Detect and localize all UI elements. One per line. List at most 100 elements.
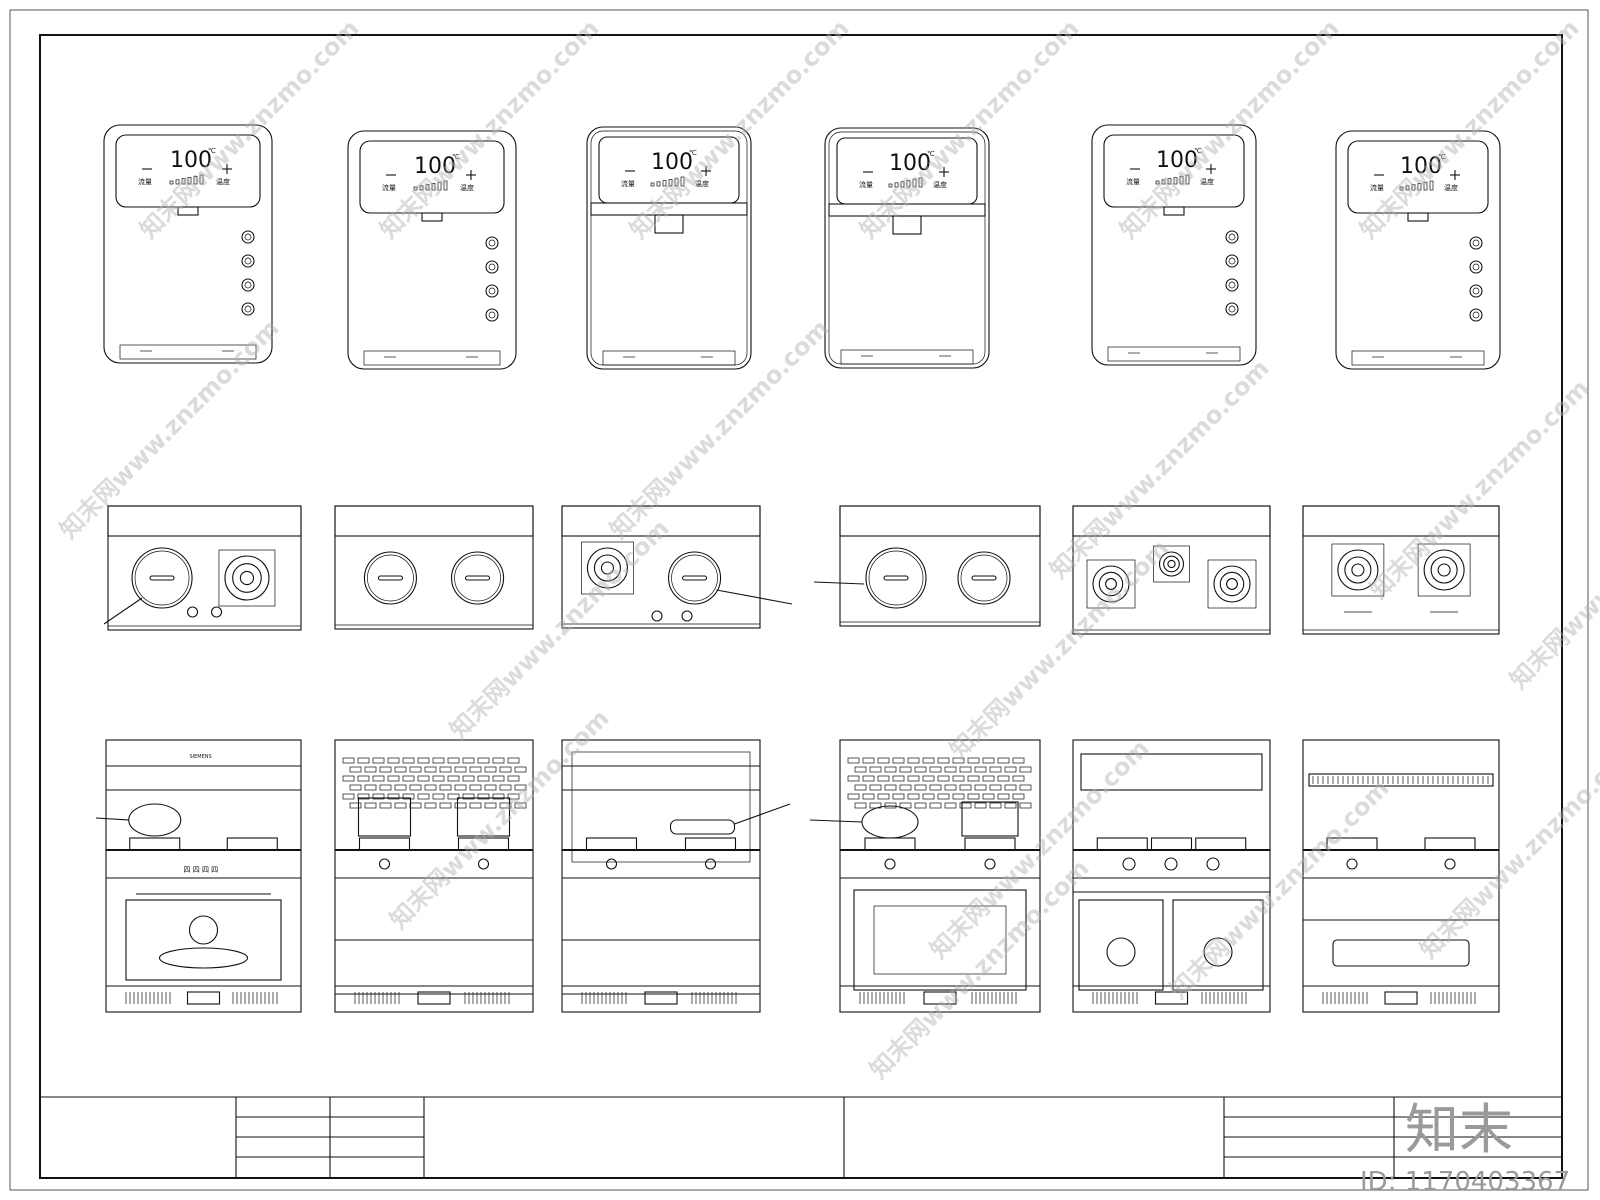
vent-slot bbox=[477, 757, 490, 764]
water-heater-unit: 100℃流量温度 bbox=[347, 130, 517, 370]
temperature-readout: 100 bbox=[414, 154, 456, 179]
vent-slot bbox=[357, 793, 370, 800]
pot-lid-rim bbox=[367, 554, 414, 602]
oven-tray bbox=[158, 947, 249, 969]
hob-unit bbox=[103, 505, 302, 631]
knob bbox=[1206, 857, 1220, 871]
image-id: ID: 1170403367 bbox=[1360, 1167, 1570, 1197]
vent-slot bbox=[409, 766, 422, 773]
vent-slot bbox=[914, 784, 927, 791]
level-bar bbox=[1161, 179, 1166, 185]
heater-body bbox=[586, 126, 752, 370]
wok bbox=[128, 803, 182, 837]
vent-slot bbox=[937, 775, 950, 782]
integrated-stove-unit bbox=[1302, 739, 1500, 1013]
burner-grate bbox=[1086, 559, 1136, 609]
side-button-inner bbox=[244, 305, 252, 313]
side-button bbox=[1225, 302, 1239, 316]
integrated-stove-unit bbox=[561, 739, 791, 1013]
level-bar bbox=[900, 181, 905, 188]
burner-grate bbox=[964, 837, 1016, 851]
side-button-inner bbox=[1472, 287, 1480, 295]
burner-cap bbox=[239, 570, 255, 586]
vent-slot bbox=[462, 793, 475, 800]
vent-slot bbox=[469, 766, 482, 773]
temp-label: 温度 bbox=[460, 183, 474, 192]
oven-window bbox=[125, 899, 282, 981]
burner-grate bbox=[226, 837, 278, 851]
burner-ring bbox=[232, 563, 262, 593]
vent-slot bbox=[499, 784, 512, 791]
vent-slot bbox=[862, 793, 875, 800]
pot-lid-rim bbox=[671, 554, 718, 602]
wok-handle bbox=[809, 819, 863, 823]
stove-body bbox=[561, 739, 761, 1013]
vent-slot bbox=[439, 766, 452, 773]
vent-slot bbox=[989, 802, 1002, 809]
side-button bbox=[1225, 230, 1239, 244]
watermark-text: 知末网www.znzmo.com bbox=[604, 314, 834, 544]
level-bar bbox=[169, 180, 174, 185]
level-bar bbox=[668, 179, 673, 187]
knob bbox=[477, 858, 490, 870]
side-button bbox=[241, 278, 255, 292]
side-button-inner bbox=[488, 239, 496, 247]
vent-slot bbox=[394, 784, 407, 791]
knob bbox=[704, 858, 717, 870]
oven-window bbox=[1106, 937, 1136, 967]
knob bbox=[884, 858, 896, 870]
burner-ring bbox=[1219, 571, 1245, 597]
hob-backsplash bbox=[1302, 505, 1500, 537]
vent-slot bbox=[892, 775, 905, 782]
bottom-strip bbox=[119, 344, 257, 360]
temperature-unit: ℃ bbox=[452, 153, 460, 161]
burner-ring bbox=[1423, 549, 1465, 591]
burner-cap bbox=[1226, 578, 1238, 590]
vent-slot bbox=[869, 784, 882, 791]
vent-slot bbox=[357, 757, 370, 764]
water-heater-row: 100℃流量温度100℃流量温度100℃流量温度100℃流量温度100℃流量温度… bbox=[103, 124, 1501, 370]
vent-slot bbox=[454, 766, 467, 773]
burner-grate bbox=[1195, 837, 1247, 851]
level-bar bbox=[918, 177, 923, 188]
level-bar bbox=[175, 179, 180, 185]
hob-backsplash bbox=[561, 505, 761, 537]
water-outlet bbox=[177, 206, 199, 216]
side-button bbox=[1469, 284, 1483, 298]
vent-slot bbox=[432, 775, 445, 782]
oven-window bbox=[873, 905, 1007, 975]
stove-body bbox=[839, 739, 1041, 1013]
water-outlet bbox=[1163, 206, 1185, 216]
water-heater-unit: 100℃流量温度 bbox=[824, 127, 990, 369]
oven-window bbox=[1203, 937, 1233, 967]
knob bbox=[1164, 857, 1178, 871]
knob bbox=[186, 606, 199, 618]
side-button-inner bbox=[488, 263, 496, 271]
hob-unit bbox=[1072, 505, 1271, 635]
burner-ring bbox=[586, 547, 628, 589]
vent-slot bbox=[387, 757, 400, 764]
vent-slot bbox=[1019, 784, 1032, 791]
hood-panel bbox=[1080, 753, 1263, 791]
integrated-stove-unit bbox=[809, 739, 1041, 1013]
burner-cap bbox=[600, 561, 614, 575]
vent-slot bbox=[492, 775, 505, 782]
side-button bbox=[485, 284, 499, 298]
stock-pot bbox=[456, 797, 511, 837]
vent-slot bbox=[899, 802, 912, 809]
side-button bbox=[241, 302, 255, 316]
side-button bbox=[1225, 278, 1239, 292]
vent-slot bbox=[997, 757, 1010, 764]
level-bar bbox=[662, 180, 667, 187]
vent-slot bbox=[349, 766, 362, 773]
level-bar bbox=[680, 176, 685, 187]
vent-slot bbox=[922, 757, 935, 764]
vent-slot bbox=[922, 775, 935, 782]
stock-pot bbox=[961, 801, 1019, 837]
vent-slot bbox=[1004, 766, 1017, 773]
knob bbox=[984, 858, 996, 870]
side-button-inner bbox=[1228, 305, 1236, 313]
